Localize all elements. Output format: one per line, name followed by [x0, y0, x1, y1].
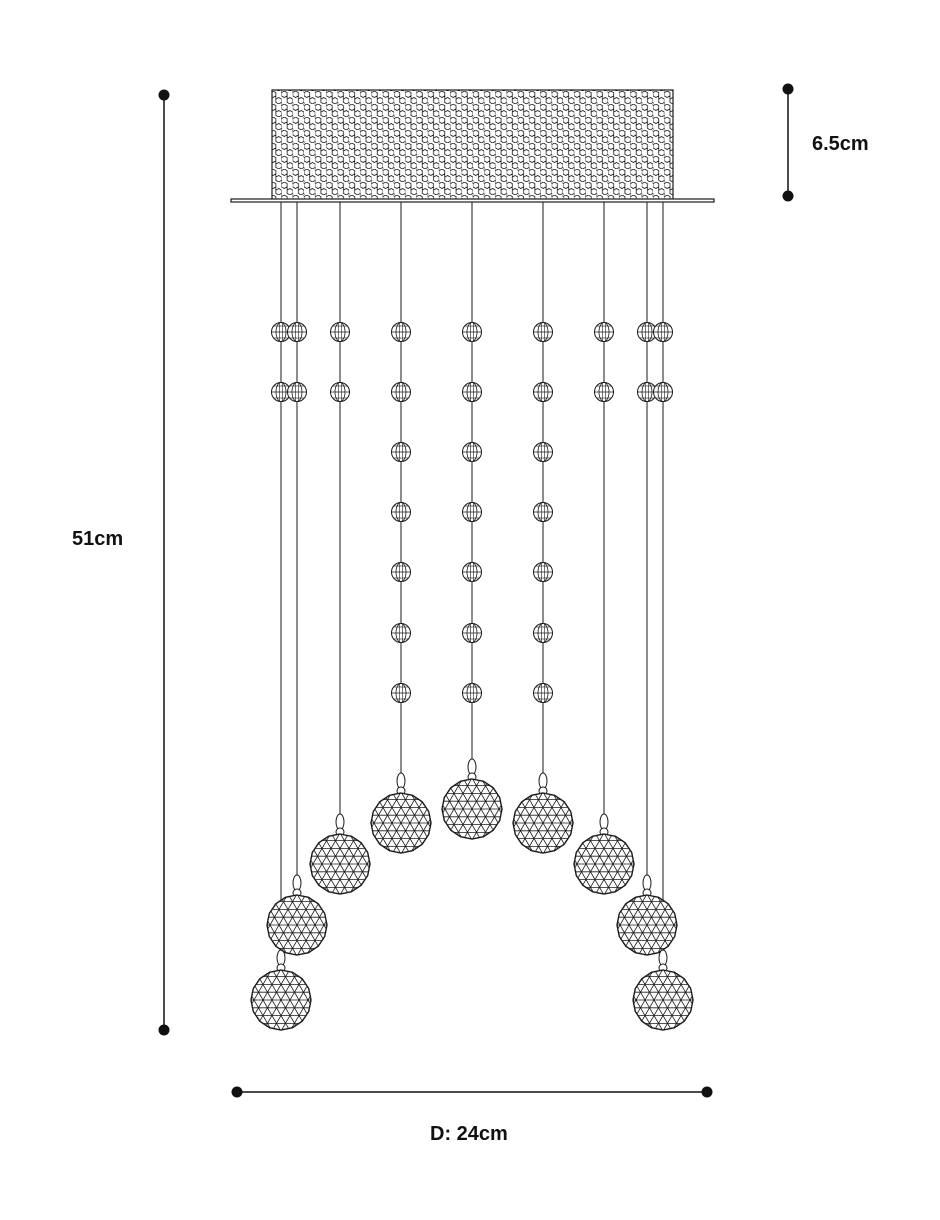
ceiling-canopy — [230, 89, 715, 203]
canopy-height-dimension-line — [782, 83, 794, 202]
crystal-facets — [442, 779, 502, 839]
small-crystal-bead — [533, 562, 553, 582]
large-crystal-ball — [573, 813, 635, 895]
small-crystal-bead — [533, 502, 553, 522]
canopy-base-plate — [230, 198, 715, 203]
small-crystal-bead — [287, 322, 307, 342]
height-dimension-label: 51cm — [72, 528, 124, 550]
dimension-lines — [158, 83, 794, 1098]
small-crystal-bead — [653, 322, 673, 342]
canopy-height-dimension-label: 6.5cm — [812, 133, 869, 155]
small-crystal-bead — [391, 382, 411, 402]
small-crystal-bead — [533, 382, 553, 402]
large-crystal-ball — [250, 949, 312, 1031]
small-crystal-bead — [391, 623, 411, 643]
small-crystal-bead — [533, 322, 553, 342]
canopy-height-dimension-line-end-dot — [782, 83, 794, 95]
large-crystal-ball — [632, 949, 694, 1031]
small-crystal-bead — [330, 382, 350, 402]
crystal-facets — [310, 834, 370, 894]
large-crystal-balls — [250, 758, 694, 1031]
small-crystal-bead — [391, 683, 411, 703]
small-crystal-bead — [330, 322, 350, 342]
crystal-facets — [267, 895, 327, 955]
small-crystal-bead — [533, 442, 553, 462]
small-crystal-bead — [287, 382, 307, 402]
small-crystal-bead — [462, 442, 482, 462]
diameter-dimension-label: D: 24cm — [430, 1123, 508, 1145]
large-crystal-ball — [370, 772, 432, 854]
small-crystal-bead — [462, 562, 482, 582]
diameter-dimension-line-end-dot — [231, 1086, 243, 1098]
small-crystal-bead — [533, 623, 553, 643]
small-crystal-bead — [462, 623, 482, 643]
height-dimension-line-end-dot — [158, 1024, 170, 1036]
crystal-facets — [371, 793, 431, 853]
large-crystal-ball — [441, 758, 503, 840]
small-crystal-bead — [462, 322, 482, 342]
diameter-dimension-line — [231, 1086, 713, 1098]
small-crystal-bead — [533, 683, 553, 703]
small-crystal-bead — [594, 322, 614, 342]
diameter-dimension-line-end-dot — [701, 1086, 713, 1098]
small-crystal-bead — [594, 382, 614, 402]
large-crystal-ball — [266, 874, 328, 956]
canopy-hex-mesh — [271, 89, 674, 201]
small-crystal-bead — [653, 382, 673, 402]
height-dimension-line — [158, 89, 170, 1036]
small-crystal-bead — [462, 683, 482, 703]
large-crystal-ball — [309, 813, 371, 895]
small-crystal-bead — [462, 382, 482, 402]
small-crystal-bead — [391, 322, 411, 342]
small-crystal-bead — [391, 442, 411, 462]
small-crystal-bead — [391, 562, 411, 582]
small-crystal-bead — [462, 502, 482, 522]
height-dimension-line-end-dot — [158, 89, 170, 101]
crystal-facets — [633, 970, 693, 1030]
canopy-height-dimension-line-end-dot — [782, 190, 794, 202]
large-crystal-ball — [616, 874, 678, 956]
small-crystal-bead — [391, 502, 411, 522]
crystal-facets — [251, 970, 311, 1030]
